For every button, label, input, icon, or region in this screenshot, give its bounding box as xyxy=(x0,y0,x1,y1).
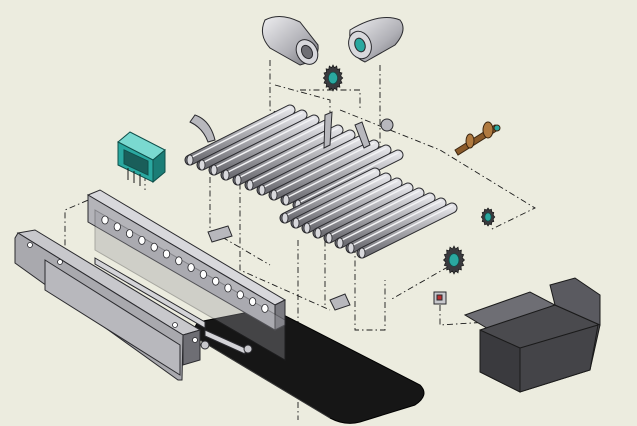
frame-hole xyxy=(57,259,63,265)
roller xyxy=(232,124,344,186)
frame-hole xyxy=(162,249,171,259)
roller xyxy=(196,109,308,171)
frame-hole xyxy=(27,242,33,248)
roller-grid-lower[interactable] xyxy=(279,167,458,259)
bracket-parts xyxy=(189,111,394,311)
frame-hole xyxy=(150,242,158,252)
frame-hole xyxy=(224,283,232,293)
frame-hole xyxy=(101,215,109,225)
frame-hole xyxy=(212,276,220,286)
drive-shaft[interactable] xyxy=(454,121,501,156)
frame-hole xyxy=(249,297,257,307)
main-frame[interactable] xyxy=(14,189,287,381)
roller xyxy=(301,177,403,234)
frame-hole xyxy=(138,235,146,245)
roller xyxy=(268,139,380,201)
frame-holes xyxy=(27,215,269,343)
roller xyxy=(345,197,447,254)
gear-icon xyxy=(442,245,466,275)
roller xyxy=(279,167,381,224)
roller xyxy=(244,129,356,191)
gear-icon xyxy=(322,64,344,92)
frame-hole xyxy=(236,290,244,300)
gear-icon xyxy=(480,207,496,227)
frame-hole xyxy=(192,337,198,343)
frame-hole xyxy=(187,263,195,273)
sprocket-gear[interactable] xyxy=(322,64,496,275)
roller xyxy=(256,134,368,196)
frame-hole xyxy=(175,256,183,266)
roller xyxy=(290,172,392,229)
roller-grid-upper[interactable] xyxy=(184,104,404,211)
roller xyxy=(184,104,296,166)
frame-hole xyxy=(126,229,134,239)
roller xyxy=(312,182,414,239)
roller xyxy=(280,144,392,206)
frame-hole xyxy=(199,269,207,279)
sensor[interactable] xyxy=(433,291,447,305)
frame-rods xyxy=(94,257,253,355)
turbine-housing-right[interactable] xyxy=(345,17,404,63)
roller xyxy=(208,114,320,176)
outlet-hopper[interactable] xyxy=(463,277,601,393)
roller xyxy=(356,202,458,259)
frame-hole xyxy=(172,322,178,328)
roller xyxy=(334,192,436,249)
frame-hole xyxy=(113,222,121,232)
roller xyxy=(323,187,425,244)
frame-hole xyxy=(261,303,269,313)
turbine-housing-left[interactable] xyxy=(261,16,322,68)
control-panel[interactable] xyxy=(117,131,166,186)
roller xyxy=(220,119,332,181)
